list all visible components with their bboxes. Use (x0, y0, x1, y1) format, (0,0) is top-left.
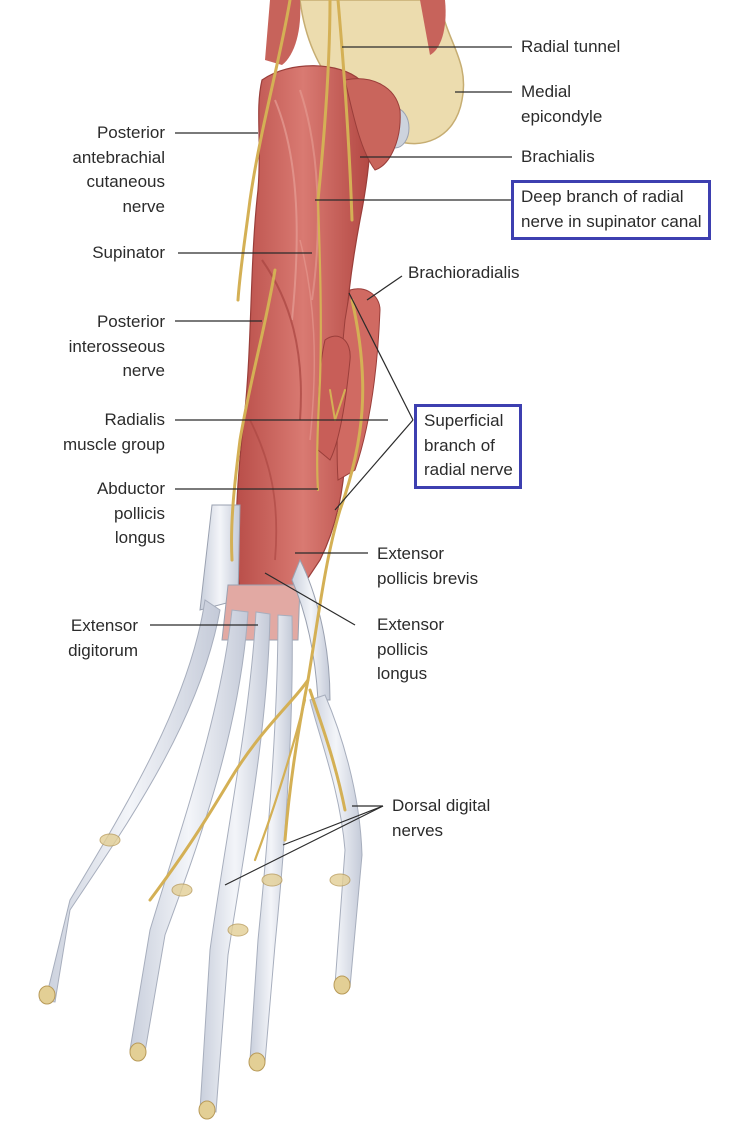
label-medial-epicondyle: Medial epicondyle (521, 82, 603, 126)
hand (38, 599, 363, 1120)
label-extensor-pollicis-brevis: Extensor pollicis brevis (377, 544, 479, 588)
label-extensor-digitorum: Extensor digitorum (68, 616, 138, 660)
label-posterior-interosseous-nerve: Posterior interosseous nerve (68, 312, 165, 380)
label-brachialis: Brachialis (521, 147, 595, 166)
label-posterior-antebrachial-cutaneous-nerve: Posterior antebrachial cutaneous nerve (72, 123, 165, 216)
leader-lines (150, 46, 512, 886)
nerves (148, 0, 365, 902)
label-superficial-branch-radial-nerve: Superficial branch of radial nerve (414, 404, 522, 489)
label-abductor-pollicis-longus: Abductor pollicis longus (96, 479, 165, 547)
label-brachioradialis: Brachioradialis (408, 263, 520, 282)
label-extensor-pollicis-longus: Extensor pollicis longus (377, 615, 445, 683)
label-radialis-muscle-group: Radialis muscle group (62, 410, 165, 454)
label-deep-branch-radial-nerve: Deep branch of radial nerve in supinator… (511, 180, 711, 240)
label-radial-tunnel: Radial tunnel (521, 37, 621, 56)
label-dorsal-digital-nerves: Dorsal digital nerves (392, 796, 491, 840)
label-supinator: Supinator (92, 243, 165, 262)
forearm-muscles (235, 65, 401, 591)
